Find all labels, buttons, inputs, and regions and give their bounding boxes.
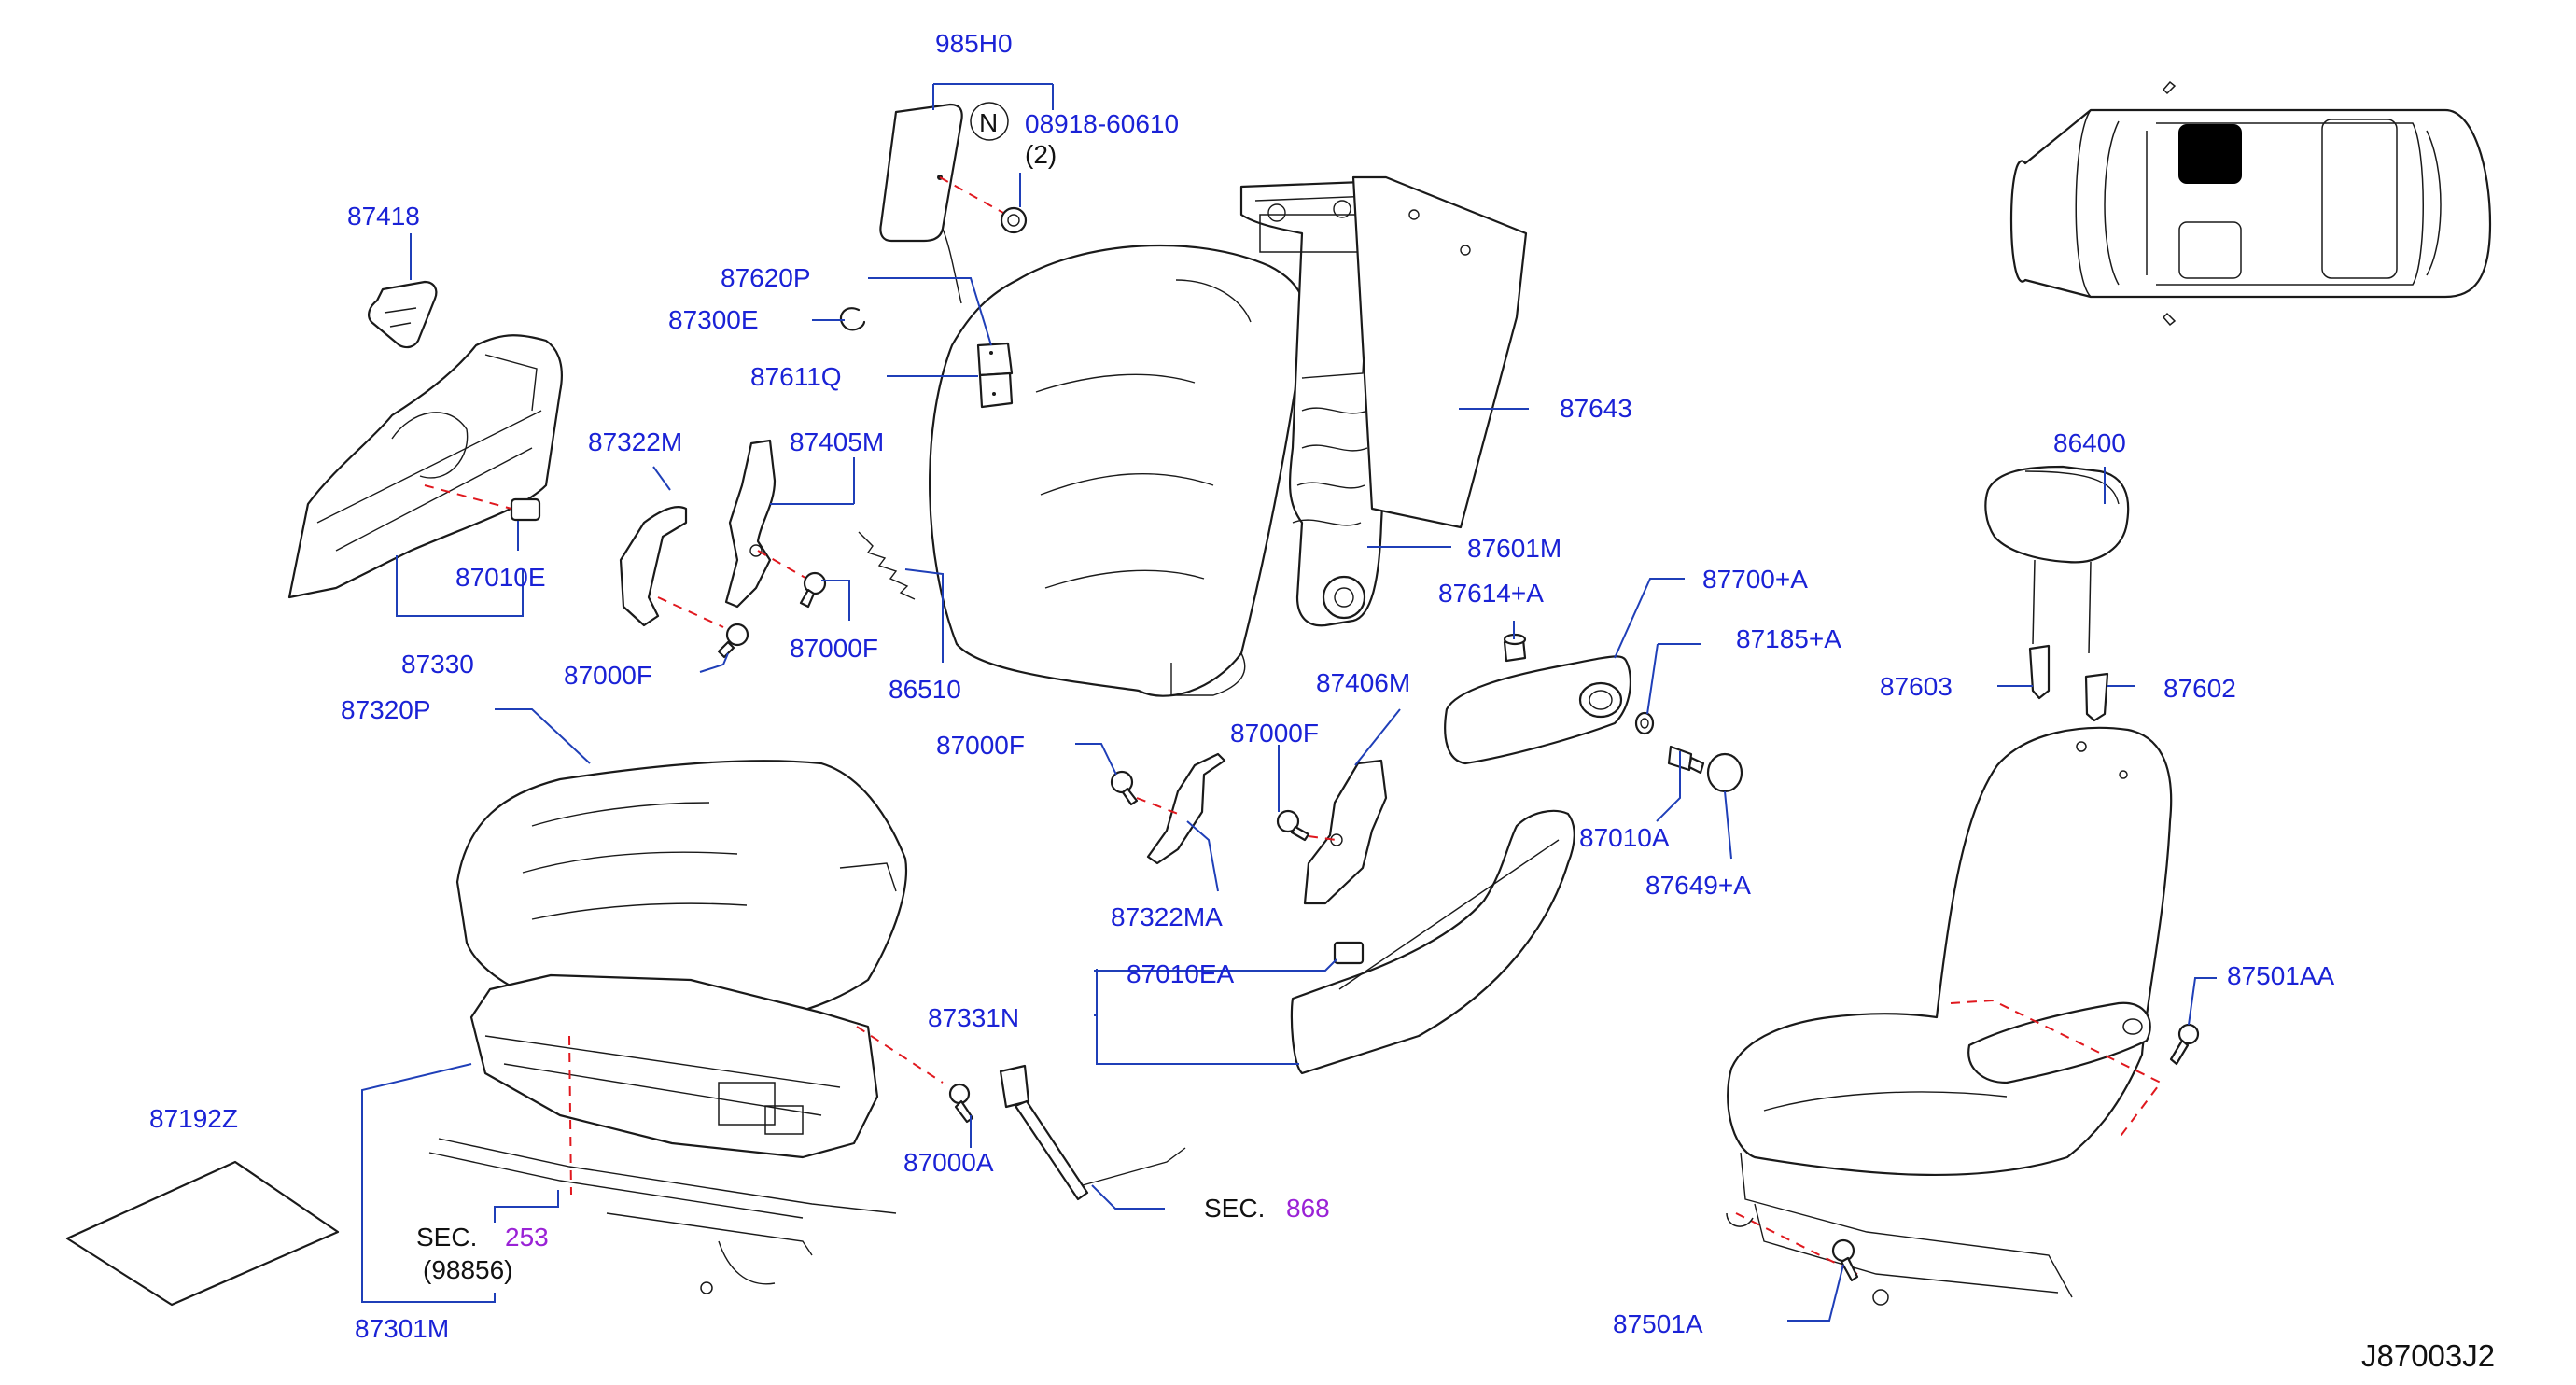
label-87331n: 87331N (928, 1003, 1019, 1032)
label-87418: 87418 (347, 202, 420, 231)
recliner-cover-87322ma (1136, 752, 1226, 865)
bolt-87010a (1667, 745, 1705, 775)
bolt-87501a (1831, 1238, 1859, 1282)
label-87649a: 87649+A (1645, 871, 1751, 900)
label-87322ma: 87322MA (1111, 902, 1223, 931)
spring-86510 (858, 531, 916, 600)
clip-87418 (368, 280, 438, 349)
label-87601m: 87601M (1467, 534, 1561, 563)
label-87010e: 87010E (455, 563, 546, 592)
seat-assembly-icon (1726, 726, 2173, 1306)
floor-mat-87192z (65, 1160, 340, 1307)
n-symbol-icon (970, 102, 1009, 141)
recliner-cover-87322m (619, 506, 724, 628)
bolt-87000f-d (1276, 809, 1310, 842)
label-87603: 87603 (1880, 672, 1953, 701)
label-87185a: 87185+A (1736, 624, 1841, 653)
label-87501a: 87501A (1613, 1309, 1703, 1338)
label-87405m: 87405M (790, 427, 884, 456)
label-87010ea: 87010EA (1127, 959, 1235, 988)
label-87000f-b: 87000F (790, 634, 878, 663)
label-87320p: 87320P (341, 695, 431, 724)
seat-frame-87301m (428, 973, 944, 1294)
label-87000f-c: 87000F (936, 731, 1025, 760)
part-labels: 985H0 N 08918-60610 (2) 87418 87620P 873… (149, 29, 2495, 1373)
label-86510: 86510 (889, 675, 961, 704)
recliner-cover-87406m (1303, 759, 1388, 905)
seatback-board-87643 (1351, 175, 1528, 529)
label-98856: (98856) (423, 1255, 513, 1284)
sec-868-prefix: SEC. (1204, 1194, 1265, 1223)
sec-253-link[interactable]: 253 (505, 1223, 549, 1252)
label-87000a: 87000A (903, 1148, 994, 1177)
washer-87185a (1634, 711, 1655, 735)
n-symbol-label: N (979, 108, 998, 137)
label-87322m: 87322M (588, 427, 682, 456)
bolt-87000f-c (1110, 770, 1139, 806)
bolt-87000f-a (717, 623, 749, 659)
label-86400: 86400 (2053, 428, 2126, 457)
sec-868-link[interactable]: 868 (1286, 1194, 1330, 1223)
seat-side-trim-87330 (287, 334, 563, 599)
vehicle-locator-icon (2009, 80, 2492, 327)
leader-lines (361, 83, 2217, 1322)
seatback-trim-cover (929, 244, 1308, 697)
label-87300e: 87300E (668, 305, 759, 334)
label-87406m: 87406M (1316, 668, 1410, 697)
label-87000f-d: 87000F (1230, 719, 1319, 748)
ring-87649a (1706, 752, 1743, 793)
armrest-87700a (1444, 655, 1631, 765)
label-87700a: 87700+A (1702, 565, 1808, 594)
label-87611q: 87611Q (750, 362, 842, 391)
label-87620p: 87620P (721, 263, 811, 292)
headrest-86400 (1984, 465, 2130, 654)
label-87501aa: 87501AA (2227, 961, 2335, 990)
label-87330: 87330 (401, 650, 474, 679)
seat-belt-buckle-icon (999, 1064, 1186, 1201)
headrest-guide-87602 (2084, 672, 2109, 722)
seat-side-finisher-87010ea (1290, 809, 1575, 1075)
label-87010a: 87010A (1579, 823, 1670, 852)
label-87301m: 87301M (355, 1314, 449, 1343)
highlighted-seat-icon (2178, 124, 2242, 184)
seatback-side-cover-985h0 (879, 102, 1028, 304)
label-87602: 87602 (2163, 674, 2236, 703)
label-87614a: 87614+A (1438, 579, 1544, 608)
label-qty-2: (2) (1025, 140, 1057, 169)
clip-87300e (839, 307, 866, 331)
label-87643: 87643 (1560, 394, 1632, 423)
bolt-87501aa (2169, 1023, 2200, 1066)
label-08918-60610: 08918-60610 (1025, 109, 1179, 138)
label-87000f-a: 87000F (564, 661, 652, 690)
bolt-87000f-b (799, 571, 827, 609)
diagram-code: J87003J2 (2361, 1338, 2495, 1373)
label-985h0: 985H0 (935, 29, 1013, 58)
recliner-cover-87405m (724, 439, 811, 609)
label-87192z: 87192Z (149, 1104, 238, 1133)
label-tag-87620p (976, 342, 1014, 409)
headrest-guide-87603 (2028, 644, 2051, 700)
bolt-87000a (948, 1083, 974, 1124)
sec-253-prefix: SEC. (416, 1223, 477, 1252)
